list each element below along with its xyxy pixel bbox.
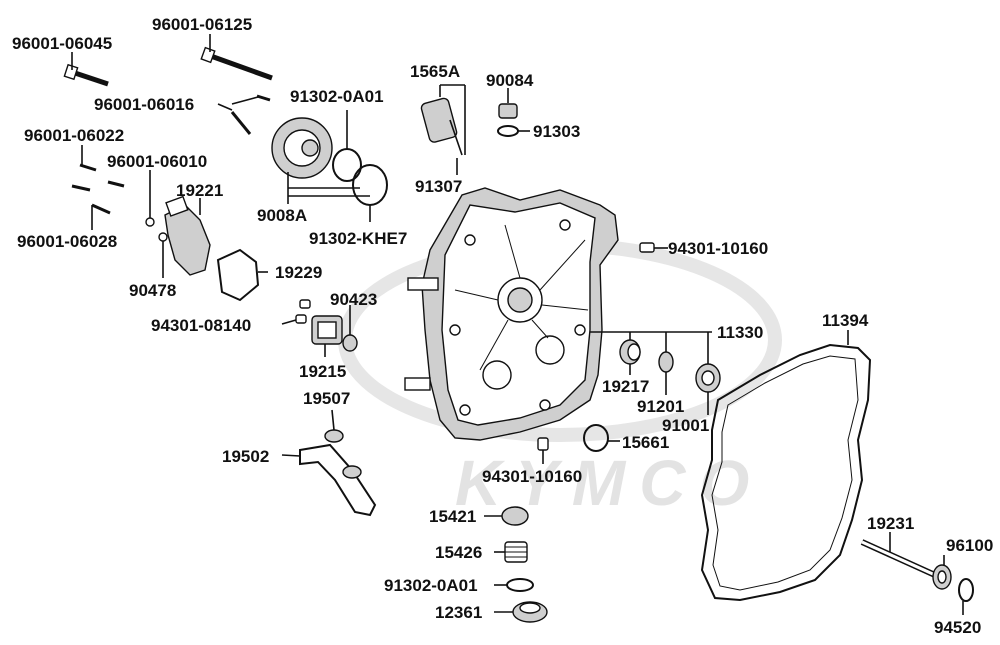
bolt-96001-06022[interactable] (71, 163, 125, 192)
watermark-text: KYMCO (455, 447, 763, 519)
label-90478[interactable]: 90478 (129, 281, 176, 300)
label-12361[interactable]: 12361 (435, 603, 482, 622)
bearing-96100[interactable] (932, 564, 952, 590)
cap-12361[interactable] (512, 601, 548, 623)
label-11330[interactable]: 11330 (717, 323, 763, 342)
label-11394[interactable]: 11394 (822, 311, 869, 330)
plug-90084[interactable] (498, 103, 518, 119)
bolt-96001-06028[interactable] (91, 203, 111, 215)
oil-seal-90423[interactable] (342, 334, 358, 352)
label-19217[interactable]: 19217 (602, 377, 649, 396)
o-ring-91302-KHE7[interactable] (352, 164, 388, 206)
label-19231[interactable]: 19231 (867, 514, 914, 533)
label-91201[interactable]: 91201 (637, 397, 684, 416)
label-94301-08140[interactable]: 94301-08140 (151, 316, 251, 335)
label-94520[interactable]: 94520 (934, 618, 981, 637)
label-15661[interactable]: 15661 (622, 433, 669, 452)
sensor-1565A[interactable] (420, 97, 463, 156)
label-91302-KHE7[interactable]: 91302-KHE7 (309, 229, 407, 248)
bearing-91001[interactable] (695, 363, 721, 393)
label-19229[interactable]: 19229 (275, 263, 322, 282)
label-90423[interactable]: 90423 (330, 290, 377, 309)
strainer-15421[interactable] (501, 506, 529, 526)
label-1565A[interactable]: 1565A (410, 62, 460, 81)
label-94301-10160-bottom[interactable]: 94301-10160 (482, 467, 582, 486)
pin-94301-10160-top[interactable] (639, 242, 655, 253)
label-96001-06010[interactable]: 96001-06010 (107, 152, 207, 171)
label-91302-0A01-bottom[interactable]: 91302-0A01 (384, 576, 478, 595)
pin-94301-10160-bottom[interactable] (537, 437, 549, 451)
pump-cover-9008A[interactable] (271, 117, 333, 179)
pin-94301-08140[interactable] (295, 299, 311, 324)
hose-19502[interactable] (299, 443, 377, 517)
washer-96001-06010[interactable] (145, 217, 155, 227)
bolt-96001-06016[interactable] (230, 94, 271, 135)
gear-19215[interactable] (311, 315, 343, 345)
label-91303[interactable]: 91303 (533, 122, 580, 141)
circlip-94520[interactable] (958, 578, 974, 602)
leader-lines (71, 34, 964, 615)
label-91302-0A01-top[interactable]: 91302-0A01 (290, 87, 384, 106)
o-ring-15661[interactable] (583, 424, 609, 452)
gasket-19229[interactable] (216, 248, 260, 302)
label-96100[interactable]: 96100 (946, 536, 993, 555)
label-19215[interactable]: 19215 (299, 362, 346, 381)
label-19502[interactable]: 19502 (222, 447, 269, 466)
crankcase-cover[interactable] (404, 187, 619, 441)
seal-91201[interactable] (658, 351, 674, 373)
gasket[interactable] (700, 343, 872, 602)
label-91001[interactable]: 91001 (662, 416, 709, 435)
label-96001-06028[interactable]: 96001-06028 (17, 232, 117, 251)
label-96001-06016[interactable]: 96001-06016 (94, 95, 194, 114)
bearing-19217[interactable] (619, 339, 641, 365)
label-94301-10160-top[interactable]: 94301-10160 (668, 239, 768, 258)
label-96001-06125[interactable]: 96001-06125 (152, 15, 252, 34)
label-96001-06045[interactable]: 96001-06045 (12, 34, 112, 53)
label-90084[interactable]: 90084 (486, 71, 534, 90)
label-19507[interactable]: 19507 (303, 389, 350, 408)
label-15426[interactable]: 15426 (435, 543, 482, 562)
label-9008A[interactable]: 9008A (257, 206, 307, 225)
label-91307[interactable]: 91307 (415, 177, 462, 196)
spring-15426[interactable] (504, 541, 528, 563)
part-labels: 96001-06125 96001-06045 96001-06016 9600… (12, 15, 993, 637)
washer-91303[interactable] (497, 125, 519, 137)
pump-body-19221[interactable] (164, 195, 211, 276)
label-15421[interactable]: 15421 (429, 507, 476, 526)
washer-90478[interactable] (158, 232, 168, 242)
bolt-96001-06045[interactable] (63, 63, 109, 87)
label-96001-06022[interactable]: 96001-06022 (24, 126, 124, 145)
shaft-19231[interactable] (860, 539, 937, 578)
label-19221[interactable]: 19221 (176, 181, 223, 200)
bolt-96001-06125[interactable] (200, 46, 273, 81)
o-ring-91302-0A01-top[interactable] (332, 148, 362, 182)
o-ring-91302-0A01-bottom[interactable] (506, 578, 534, 592)
